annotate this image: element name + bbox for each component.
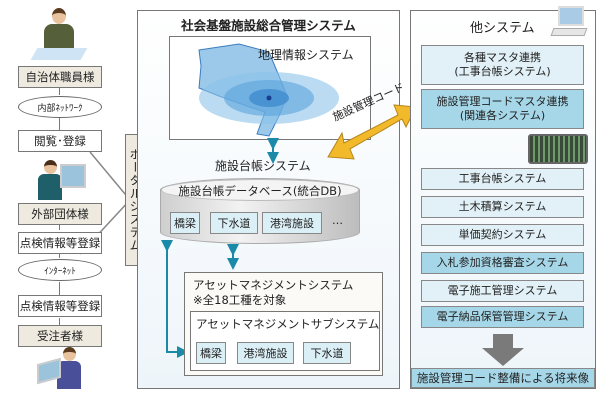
sub-item-sewer: 下水道 [303, 342, 351, 364]
db-item-port: 港湾施設 [262, 212, 322, 234]
subsystem-title: アセットマネジメントサブシステム [196, 317, 380, 331]
map-icon [198, 43, 339, 137]
asset-title: アセットマネジメントシステム [193, 278, 354, 292]
other-item-master-link: 各種マスタ連携(工事台帳システム) [421, 45, 584, 85]
internal-network-oval: 内部ﾈｯﾄﾜｰｸ [18, 96, 102, 118]
other-item-code-master-link: 施設管理コードマスタ連携(関連各システム) [421, 89, 584, 129]
other-item-construction-ledger: 工事台帳システム [421, 168, 584, 190]
browse-register-box: 閲覧･登録 [18, 130, 102, 152]
other-item-construction-mgmt: 電子施工管理システム [421, 280, 584, 302]
database-label: 施設台帳データベース(統合DB) [178, 184, 342, 198]
server-icon [528, 134, 588, 164]
sub-item-port: 港湾施設 [237, 342, 294, 364]
other-item-estimation: 土木積算システム [421, 196, 584, 218]
future-vision-bar: 施設管理コード整備による将来像 [411, 368, 595, 388]
ledger-system-label: 施設台帳システム [215, 159, 311, 173]
item-line-2: (関連各システム) [459, 109, 546, 122]
gis-label: 地理情報システム [258, 48, 354, 62]
data-flow-arrows [161, 138, 279, 358]
inspection-register-box-2: 点検情報等登録 [18, 295, 102, 317]
staff-person-icon [30, 8, 88, 60]
item-line-1: 各種マスタ連携 [464, 51, 541, 65]
main-title: 社会基盤施設総合管理システム [181, 18, 356, 33]
item-line-1: 施設管理コードマスタ連携 [436, 95, 569, 109]
item-line-2: (工事台帳システム) [454, 65, 551, 78]
municipal-staff-label: 自治体職員様 [18, 66, 102, 88]
other-item-bid-qualification: 入札参加資格審査システム [421, 252, 584, 274]
asset-note: ※全18工種を対象 [193, 293, 287, 307]
other-item-unit-contract: 単価契約システム [421, 224, 584, 246]
sub-item-bridge: 橋梁 [196, 342, 226, 364]
computer-icon [550, 6, 588, 40]
internet-oval: ｲﾝﾀｰﾈｯﾄ [18, 259, 102, 281]
external-person-icon [38, 160, 88, 200]
external-org-label: 外部団体様 [18, 203, 102, 225]
contractor-person-icon [35, 347, 85, 392]
down-arrow-icon [482, 334, 524, 366]
db-item-more: … [332, 214, 343, 227]
db-item-sewer: 下水道 [210, 212, 258, 234]
inspection-register-box-1: 点検情報等登録 [18, 232, 102, 254]
contractor-label: 受注者様 [18, 325, 102, 347]
other-item-e-delivery: 電子納品保管管理システム [421, 306, 584, 328]
db-item-bridge: 橋梁 [170, 212, 200, 234]
other-title: 他システム [470, 21, 535, 36]
